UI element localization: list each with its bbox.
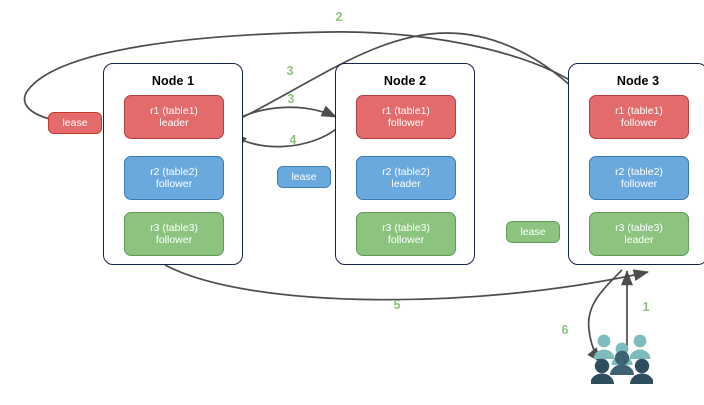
edge-label-3-long: 3 bbox=[286, 64, 294, 78]
node-1-title: Node 1 bbox=[151, 74, 195, 88]
node-3-title: Node 3 bbox=[616, 74, 660, 88]
replica-n2-r1-line1: r1 (table1) bbox=[382, 104, 430, 117]
replica-n3-r1-line1: r1 (table1) bbox=[615, 104, 663, 117]
replica-n1-r3-line1: r3 (table3) bbox=[150, 221, 198, 234]
replica-n1-r2-line2: follower bbox=[155, 178, 193, 190]
replica-n2-r1[interactable]: r1 (table1) follower bbox=[356, 95, 456, 139]
replica-n2-r2-line1: r2 (table2) bbox=[382, 165, 430, 178]
replica-n1-r3[interactable]: r3 (table3) follower bbox=[124, 212, 224, 256]
replica-n3-r2[interactable]: r2 (table2) follower bbox=[589, 156, 689, 200]
edge-label-1: 1 bbox=[642, 300, 650, 314]
edge-label-6: 6 bbox=[561, 323, 569, 337]
users-group-icon bbox=[591, 334, 653, 384]
replica-n1-r1-line2: leader bbox=[159, 117, 189, 129]
edge-label-2: 2 bbox=[335, 10, 343, 24]
replica-n3-r2-line2: follower bbox=[620, 178, 658, 190]
lease-green[interactable]: lease bbox=[506, 221, 560, 243]
edge-4-path bbox=[231, 125, 341, 148]
node-1[interactable]: Node 1 r1 (table1) leader r2 (table2) fo… bbox=[103, 63, 243, 265]
replica-n1-r1-line1: r1 (table1) bbox=[150, 104, 198, 117]
lease-red[interactable]: lease bbox=[48, 112, 102, 134]
replica-n3-r3-line1: r3 (table3) bbox=[615, 221, 663, 234]
replica-n3-r3[interactable]: r3 (table3) leader bbox=[589, 212, 689, 256]
replica-n2-r2-line2: leader bbox=[391, 178, 421, 190]
replica-n3-r3-line2: leader bbox=[624, 234, 654, 246]
replica-n2-r2[interactable]: r2 (table2) leader bbox=[356, 156, 456, 200]
node-2[interactable]: Node 2 r1 (table1) follower r2 (table2) … bbox=[335, 63, 475, 265]
replica-n3-r2-line1: r2 (table2) bbox=[615, 165, 663, 178]
lease-blue[interactable]: lease bbox=[277, 166, 331, 188]
replica-n2-r3-line2: follower bbox=[387, 234, 425, 246]
replica-n2-r3-line1: r3 (table3) bbox=[382, 221, 430, 234]
edge-label-3-short: 3 bbox=[287, 92, 295, 106]
replica-n3-r1[interactable]: r1 (table1) follower bbox=[589, 95, 689, 139]
lease-red-label: lease bbox=[62, 117, 88, 129]
replica-n1-r1[interactable]: r1 (table1) leader bbox=[124, 95, 224, 139]
lease-blue-label: lease bbox=[291, 171, 317, 183]
replica-n1-r3-line2: follower bbox=[155, 234, 193, 246]
edge-label-4: 4 bbox=[289, 133, 297, 147]
lease-green-label: lease bbox=[520, 226, 546, 238]
replica-n2-r1-line2: follower bbox=[387, 117, 425, 129]
replica-n1-r2[interactable]: r2 (table2) follower bbox=[124, 156, 224, 200]
node-3[interactable]: Node 3 r1 (table1) follower r2 (table2) … bbox=[568, 63, 704, 265]
edge-label-5: 5 bbox=[393, 298, 401, 312]
edge-5-path bbox=[164, 264, 649, 301]
replica-n3-r1-line2: follower bbox=[620, 117, 658, 129]
replica-n2-r3[interactable]: r3 (table3) follower bbox=[356, 212, 456, 256]
replica-n1-r2-line1: r2 (table2) bbox=[150, 165, 198, 178]
node-2-title: Node 2 bbox=[383, 74, 427, 88]
